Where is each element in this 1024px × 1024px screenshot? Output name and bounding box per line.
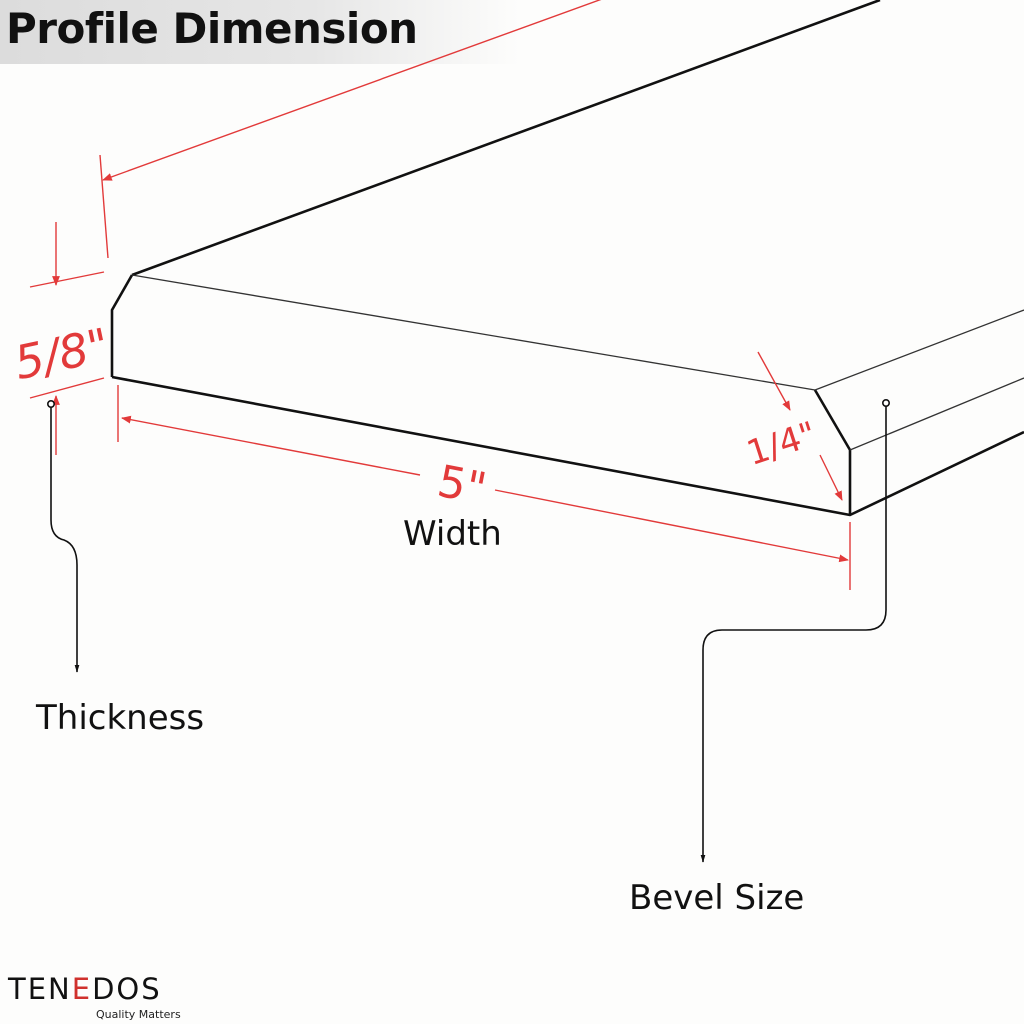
length-dimension-line — [102, 0, 602, 181]
brand-name-start: TEN — [8, 972, 72, 1006]
bevel-right-lower-line — [849, 377, 1024, 451]
bevel-value: 1/4" — [742, 414, 821, 474]
bevel-leader — [700, 406, 887, 863]
brand-logo: TENEDOS Quality Matters — [8, 972, 181, 1021]
length-extension-line — [99, 154, 109, 259]
bevel-dimension — [757, 351, 843, 501]
board-bevel-lines — [131, 274, 1024, 451]
bevel-callout-dot — [881, 398, 890, 407]
brand-name: TENEDOS — [8, 972, 162, 1006]
bevel-front-line — [131, 274, 816, 391]
thickness-ext-top — [29, 271, 105, 288]
thickness-dimension — [29, 222, 105, 455]
board-outline — [110, 0, 1024, 517]
board-bottom-edge — [111, 375, 1024, 517]
brand-name-accent: E — [71, 972, 93, 1006]
width-dimension — [117, 385, 851, 590]
bevel-arrow-top — [757, 351, 791, 411]
width-line-right — [494, 489, 849, 563]
thickness-ext-bottom — [29, 377, 105, 399]
board-top-back-edge — [131, 0, 881, 277]
width-line-left — [121, 415, 421, 476]
brand-tagline: Quality Matters — [96, 1008, 181, 1021]
thickness-label: Thickness — [36, 698, 205, 738]
brand-name-end: DOS — [92, 972, 162, 1006]
width-value: 5" — [433, 456, 490, 515]
width-label: Width — [403, 514, 502, 554]
thickness-leader — [50, 407, 80, 673]
bevel-arrow-bottom — [819, 454, 843, 501]
callout-leaders — [46, 398, 890, 863]
page-title: Profile Dimension — [6, 4, 418, 53]
thickness-callout-dot — [46, 399, 55, 408]
bevel-size-label: Bevel Size — [629, 878, 805, 918]
length-dimension — [99, 0, 602, 259]
board-left-face — [110, 274, 134, 377]
title-band — [0, 0, 520, 64]
bevel-right-top-line — [814, 309, 1024, 391]
